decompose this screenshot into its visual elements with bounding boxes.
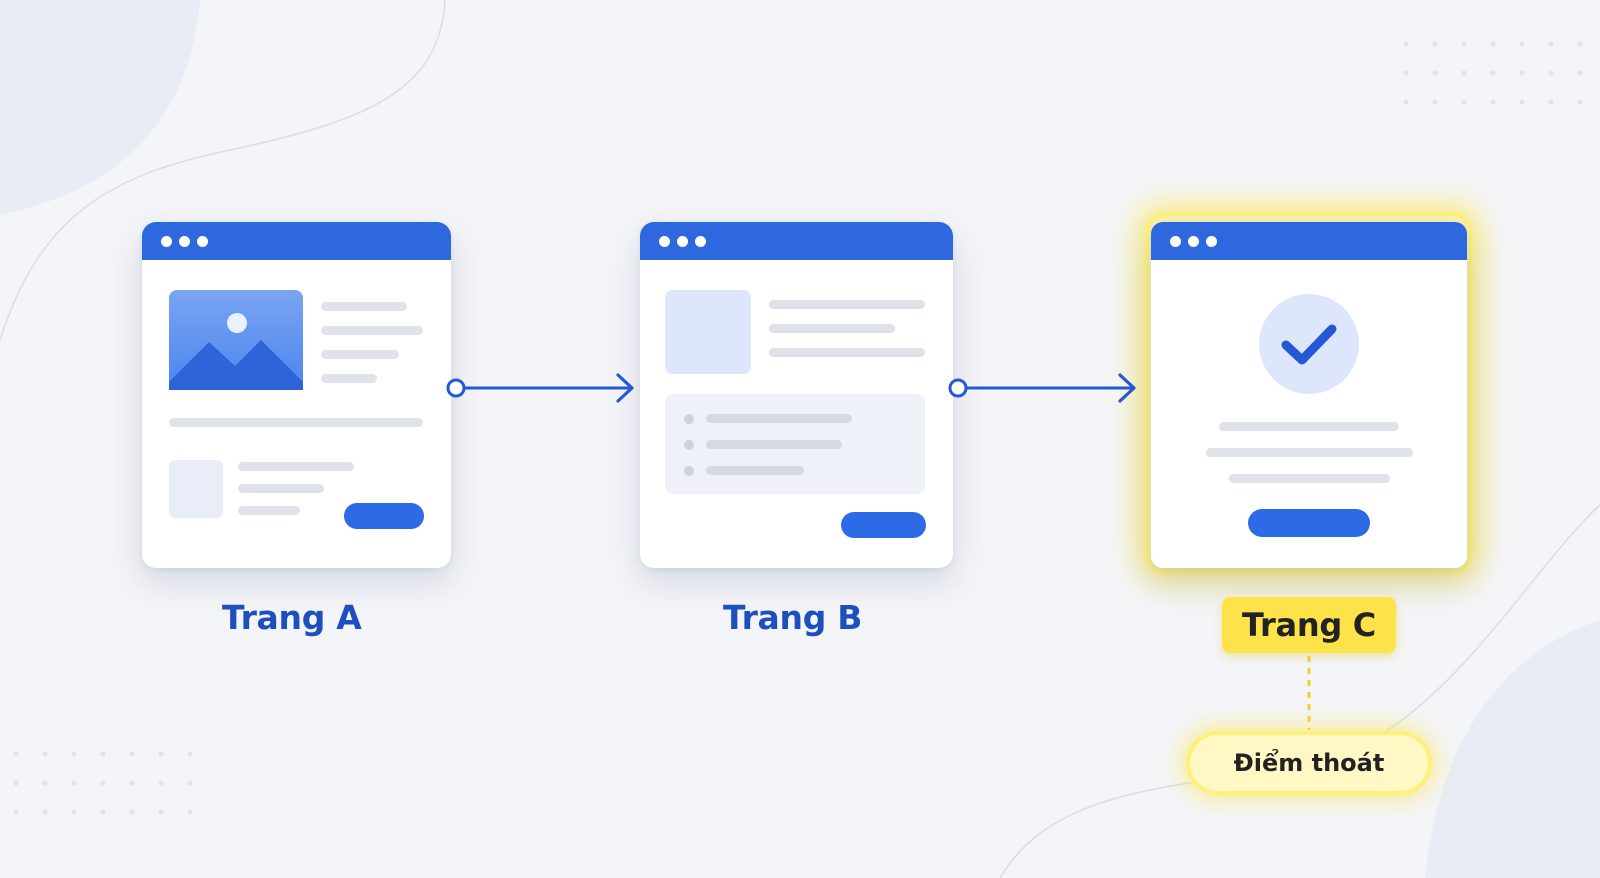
dot-grid-top-right [1403, 41, 1583, 105]
decor-dot [1461, 41, 1467, 47]
text-line [706, 466, 804, 475]
decor-dot [42, 751, 48, 757]
check-icon [1281, 324, 1337, 365]
window-dot [197, 236, 208, 247]
text-line [769, 348, 925, 357]
decor-dot [13, 809, 19, 815]
text-line [706, 414, 852, 423]
decor-dot [1432, 70, 1438, 76]
page-b-window [640, 222, 953, 568]
text-line [321, 302, 407, 311]
page-a-window [142, 222, 451, 568]
action-button-placeholder [841, 512, 926, 538]
window-dot [659, 236, 670, 247]
window-dot [179, 236, 190, 247]
text-line [321, 326, 423, 335]
decor-dot [42, 780, 48, 786]
decor-dot [71, 780, 77, 786]
text-line [238, 506, 300, 515]
decor-dot [100, 780, 106, 786]
dot-grid-bottom-left [13, 751, 193, 815]
text-line [238, 462, 354, 471]
decor-dot [1461, 99, 1467, 105]
background-curve-top-left [0, 0, 446, 341]
decor-dot [1490, 70, 1496, 76]
window-dot [695, 236, 706, 247]
window-titlebar [1151, 222, 1467, 260]
decor-dot [1548, 41, 1554, 47]
text-line [321, 350, 399, 359]
decor-dot [100, 809, 106, 815]
decor-dot [129, 751, 135, 757]
decor-dot [13, 751, 19, 757]
page-a-label: Trang A [222, 598, 362, 637]
thumbnail-placeholder [169, 460, 223, 518]
decor-dot [71, 809, 77, 815]
decor-dot [1548, 99, 1554, 105]
image-placeholder [665, 290, 751, 374]
decor-dot [1519, 41, 1525, 47]
text-line [1206, 448, 1413, 457]
page-b-label: Trang B [723, 598, 863, 637]
decor-dot [129, 780, 135, 786]
page-c-label: Trang C [1242, 606, 1376, 644]
window-dot [1206, 236, 1217, 247]
bullet [684, 466, 694, 476]
decor-dot [187, 780, 193, 786]
decor-dot [71, 751, 77, 757]
decor-dot [187, 809, 193, 815]
action-button-placeholder [344, 503, 424, 529]
decor-dot [1432, 99, 1438, 105]
text-line [321, 374, 377, 383]
list-panel [665, 394, 925, 494]
decor-dot [1577, 70, 1583, 76]
background-blob-top-left [0, 0, 200, 215]
decor-dot [1403, 70, 1409, 76]
window-dot [677, 236, 688, 247]
image-icon [169, 290, 303, 390]
bullet [684, 414, 694, 424]
window-titlebar [640, 222, 953, 260]
decor-dot [1403, 99, 1409, 105]
decor-dot [1548, 70, 1554, 76]
decor-dot [1519, 70, 1525, 76]
success-badge [1259, 294, 1359, 394]
decor-dot [158, 751, 164, 757]
decor-dot [42, 809, 48, 815]
decor-dot [1577, 41, 1583, 47]
decor-dot [1432, 41, 1438, 47]
decor-dot [100, 751, 106, 757]
window-dot [161, 236, 172, 247]
text-line [169, 418, 423, 427]
window-titlebar [142, 222, 451, 260]
text-line [1219, 422, 1399, 431]
window-dot [1188, 236, 1199, 247]
text-line [769, 300, 925, 309]
page-c-window [1151, 222, 1467, 568]
background-blob-bottom-right [1425, 620, 1600, 878]
action-button-placeholder [1248, 509, 1370, 537]
page-c-label-badge: Trang C [1222, 597, 1396, 653]
exit-point-badge: Điểm thoát [1186, 731, 1432, 795]
decor-dot [1490, 99, 1496, 105]
bullet [684, 440, 694, 450]
decor-dot [1577, 99, 1583, 105]
decor-dot [158, 809, 164, 815]
decor-dot [129, 809, 135, 815]
decor-dot [1461, 70, 1467, 76]
exit-point-label: Điểm thoát [1233, 749, 1385, 777]
text-line [238, 484, 324, 493]
decor-dot [187, 751, 193, 757]
decor-dot [1403, 41, 1409, 47]
text-line [769, 324, 895, 333]
text-line [706, 440, 842, 449]
decor-dot [1490, 41, 1496, 47]
decor-dot [158, 780, 164, 786]
text-line [1229, 474, 1390, 483]
window-dot [1170, 236, 1181, 247]
decor-dot [13, 780, 19, 786]
decor-dot [1519, 99, 1525, 105]
